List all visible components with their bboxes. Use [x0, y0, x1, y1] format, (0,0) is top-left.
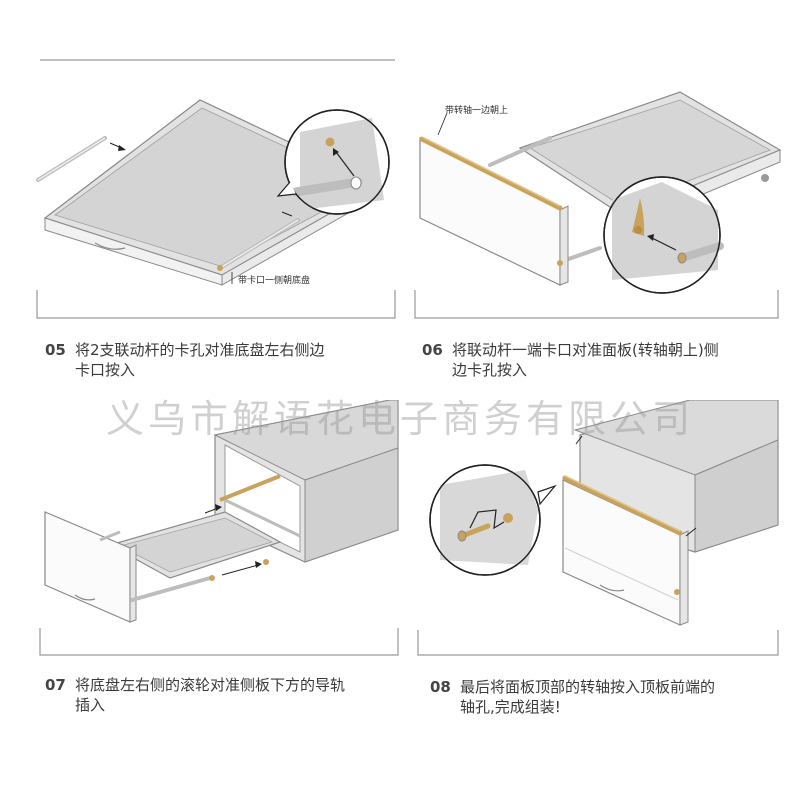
step-08-illustration [417, 400, 779, 656]
step-05-number: 05 [45, 341, 66, 359]
step-08-text-line2: 轴孔,完成组装! [460, 698, 561, 716]
step-06-number: 06 [422, 341, 443, 359]
step-05-callout-label: 带卡口一侧朝底盘 [238, 276, 311, 286]
step-08-number: 08 [430, 678, 451, 696]
step-05-text-line1: 将2支联动杆的卡孔对准底盘左右侧边 [75, 341, 325, 359]
step-07-text-line2: 插入 [75, 696, 106, 714]
step-06-callout-label: 带转轴一边朝上 [445, 106, 509, 116]
step-08-text-line1: 最后将面板顶部的转轴按入顶板前端的 [460, 678, 716, 696]
step-07-number: 07 [45, 676, 66, 694]
step-06-text-line2: 边卡孔按入 [452, 361, 528, 379]
step-05-panel: 带卡口一侧朝底盘 05 将2支联动杆的卡孔对准底盘左右侧边 卡口按入 [0, 0, 400, 400]
step-08-panel: 08 最后将面板顶部的转轴按入顶板前端的 轴孔,完成组装! [400, 400, 800, 800]
step-06-caption: 06 将联动杆一端卡口对准面板(转轴朝上)侧 边卡孔按入 [422, 340, 792, 384]
step-07-text-line1: 将底盘左右侧的滚轮对准侧板下方的导轨 [75, 676, 346, 694]
step-06-panel: 带转轴一边朝上 06 将联动杆一端卡口对准面板(转轴朝上)侧 边卡孔按入 [400, 0, 800, 400]
step-06-illustration [414, 91, 782, 319]
step-05-illustration [36, 59, 396, 319]
step-05-caption: 05 将2支联动杆的卡孔对准底盘左右侧边 卡口按入 [45, 340, 395, 384]
step-06-text-line1: 将联动杆一端卡口对准面板(转轴朝上)侧 [452, 341, 719, 359]
step-07-caption: 07 将底盘左右侧的滚轮对准侧板下方的导轨 插入 [45, 675, 400, 719]
step-07-panel: 07 将底盘左右侧的滚轮对准侧板下方的导轨 插入 [0, 400, 400, 800]
step-08-caption: 08 最后将面板顶部的转轴按入顶板前端的 轴孔,完成组装! [430, 677, 790, 721]
step-07-illustration [39, 400, 399, 656]
step-05-text-line2: 卡口按入 [75, 361, 136, 379]
